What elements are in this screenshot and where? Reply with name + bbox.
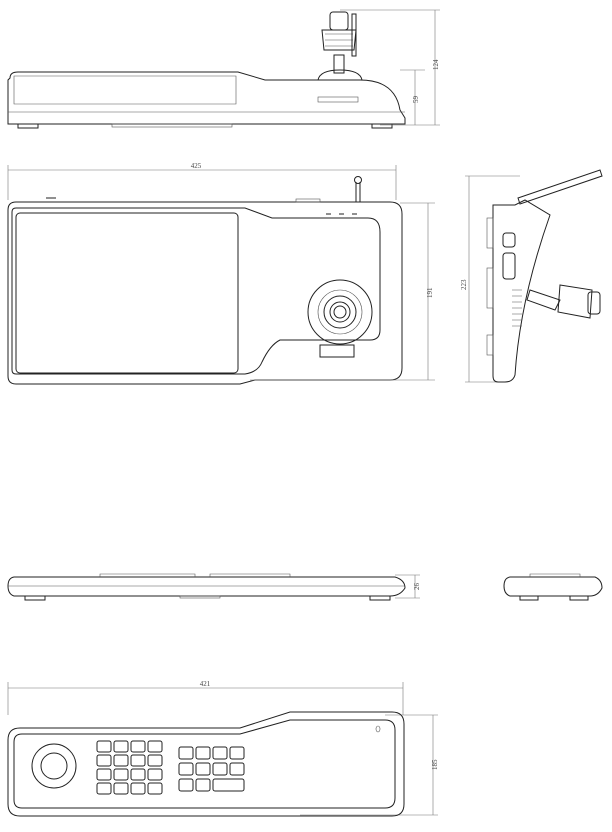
key	[96, 768, 112, 781]
key	[195, 778, 211, 792]
key	[147, 754, 163, 767]
right-side-view	[465, 169, 603, 383]
key	[147, 740, 163, 753]
key	[195, 746, 211, 760]
dim-side-total-height: 124	[432, 59, 440, 70]
dim-side-body-height: 59	[412, 96, 420, 104]
key	[147, 782, 163, 795]
key	[212, 762, 228, 776]
key	[113, 740, 129, 753]
dim-front-thickness: 26	[413, 583, 421, 591]
key	[195, 762, 211, 776]
key	[178, 746, 194, 760]
dim-top-depth: 191	[426, 287, 434, 298]
key	[229, 762, 245, 776]
key	[96, 740, 112, 753]
keypad	[96, 740, 245, 795]
key	[130, 740, 146, 753]
key	[96, 782, 112, 795]
key	[212, 778, 245, 792]
key	[113, 782, 129, 795]
key	[130, 782, 146, 795]
dim-keyboard-depth: 185	[431, 759, 439, 770]
front-view	[7, 573, 603, 601]
key	[229, 746, 245, 760]
dim-top-width: 425	[191, 162, 202, 170]
key	[178, 778, 194, 792]
key	[130, 754, 146, 767]
dim-keyboard-width: 421	[200, 680, 211, 688]
key	[212, 746, 228, 760]
side-view	[7, 9, 440, 129]
key	[130, 768, 146, 781]
top-view	[7, 165, 435, 385]
dim-right-side-height: 223	[460, 279, 468, 290]
key	[178, 762, 194, 776]
key	[113, 754, 129, 767]
key	[96, 754, 112, 767]
key	[113, 768, 129, 781]
keyboard-view	[7, 682, 438, 817]
key	[147, 768, 163, 781]
